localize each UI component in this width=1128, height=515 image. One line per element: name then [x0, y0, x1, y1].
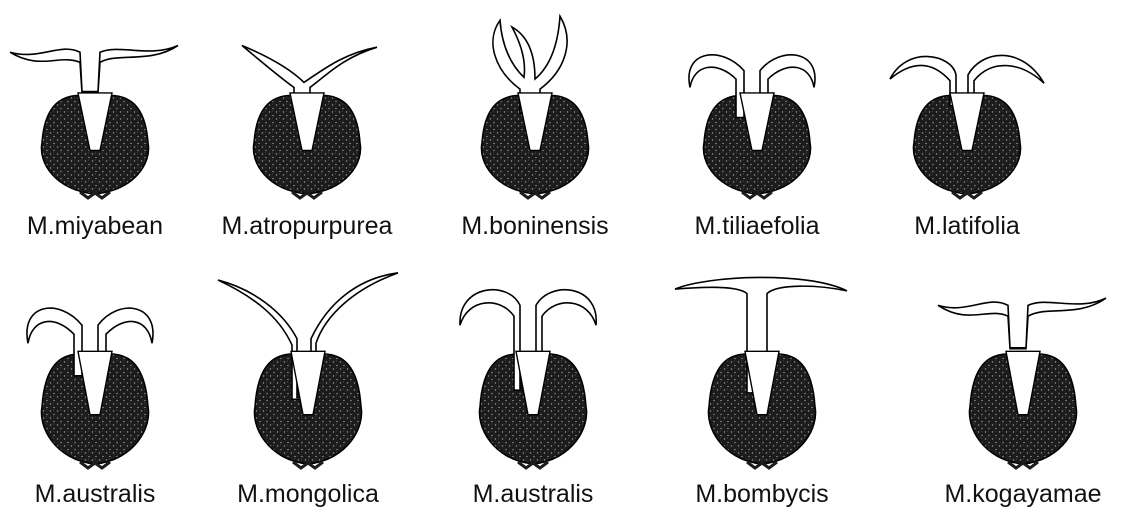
species-label: M.australis: [35, 482, 156, 507]
pistil-drawing: [928, 262, 1118, 470]
species-label: M.tiliaefolia: [694, 214, 819, 239]
species-label: M.mongolica: [237, 482, 379, 507]
pistil-drawing: [0, 262, 190, 470]
species-label: M.boninensis: [461, 214, 608, 239]
pistil-drawing: [667, 262, 857, 470]
pistil-drawing: [662, 12, 852, 200]
style-stigma: [10, 46, 178, 93]
pistil-drawing: [0, 12, 190, 200]
species-label: M.kogayamae: [944, 482, 1101, 507]
pistil-drawing: [213, 262, 403, 470]
species-label: M.miyabean: [27, 214, 163, 239]
species-label: M.bombycis: [695, 482, 828, 507]
species-label: M.atropurpurea: [222, 214, 393, 239]
style-stigma: [938, 298, 1106, 349]
pistil-drawing: [440, 12, 630, 200]
pistil-drawing: [438, 262, 628, 470]
species-label: M.australis: [473, 482, 594, 507]
species-label: M.latifolia: [914, 214, 1020, 239]
pistil-drawing: [872, 12, 1062, 200]
pistil-drawing: [212, 12, 402, 200]
